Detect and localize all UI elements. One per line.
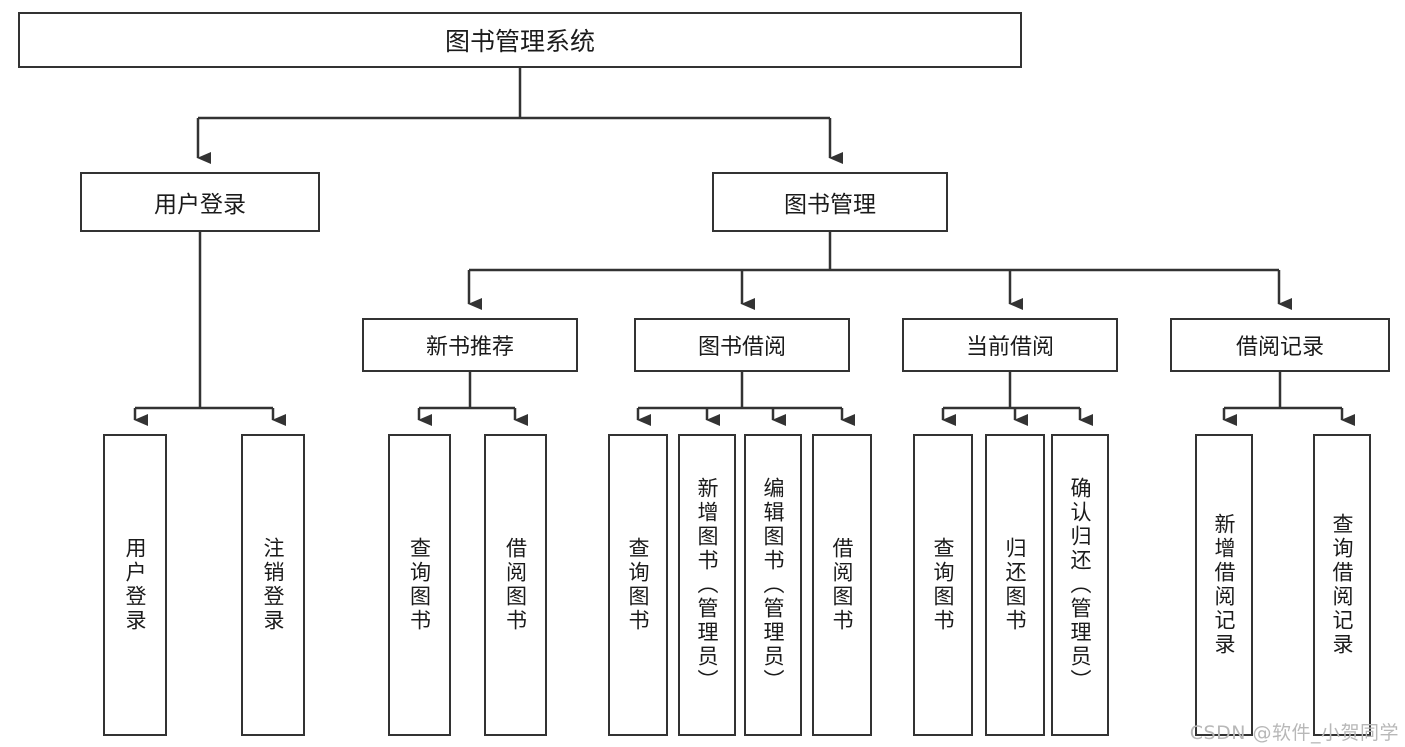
connector-userlogin-to-leaves	[133, 232, 286, 426]
node-new-book-recommend-label: 新书推荐	[425, 335, 514, 360]
node-leaf-confirm-return-admin[interactable]: 确认归还（管理员）	[1051, 434, 1109, 736]
node-leaf-query-book-recommend[interactable]: 查询图书	[388, 434, 451, 736]
node-leaf-user-login[interactable]: 用户登录	[103, 434, 167, 736]
node-leaf-user-login-label: 用户登录	[123, 537, 148, 633]
node-leaf-add-borrow-record-label: 新增借阅记录	[1212, 513, 1237, 657]
node-leaf-borrow-book[interactable]: 借阅图书	[812, 434, 872, 736]
node-current-borrow[interactable]: 当前借阅	[902, 318, 1118, 372]
node-leaf-borrow-book-recommend[interactable]: 借阅图书	[484, 434, 547, 736]
node-leaf-add-borrow-record[interactable]: 新增借阅记录	[1195, 434, 1253, 736]
node-leaf-return-book-label: 归还图书	[1003, 537, 1028, 633]
node-leaf-borrow-book-label: 借阅图书	[830, 537, 855, 633]
node-leaf-logout[interactable]: 注销登录	[241, 434, 305, 736]
connector-newbook-to-leaves	[417, 372, 528, 426]
node-leaf-query-book-current[interactable]: 查询图书	[913, 434, 973, 736]
node-root[interactable]: 图书管理系统	[18, 12, 1022, 68]
connector-bookmanage-to-level2	[467, 232, 1292, 310]
connector-currentborrow-to-leaves	[941, 372, 1093, 426]
node-leaf-logout-label: 注销登录	[261, 537, 286, 633]
node-leaf-query-book-current-label: 查询图书	[931, 537, 956, 633]
node-book-manage[interactable]: 图书管理	[712, 172, 948, 232]
node-root-label: 图书管理系统	[444, 27, 595, 56]
node-current-borrow-label: 当前借阅	[965, 335, 1054, 360]
csdn-watermark: CSDN @软件_小贺同学	[1189, 722, 1399, 744]
node-book-borrow-label: 图书借阅	[697, 335, 786, 360]
node-leaf-query-borrow-record[interactable]: 查询借阅记录	[1313, 434, 1371, 736]
connector-root-to-level1	[196, 68, 843, 164]
node-leaf-query-book-borrow-label: 查询图书	[626, 537, 651, 633]
node-leaf-query-book-borrow[interactable]: 查询图书	[608, 434, 668, 736]
node-leaf-return-book[interactable]: 归还图书	[985, 434, 1045, 736]
node-user-login[interactable]: 用户登录	[80, 172, 320, 232]
node-leaf-edit-book-admin[interactable]: 编辑图书（管理员）	[744, 434, 802, 736]
connector-borrowrecord-to-leaves	[1222, 372, 1355, 426]
node-leaf-borrow-book-recommend-label: 借阅图书	[503, 537, 528, 633]
node-book-manage-label: 图书管理	[784, 192, 876, 218]
node-leaf-confirm-return-admin-label: 确认归还（管理员）	[1068, 477, 1093, 693]
node-leaf-query-book-recommend-label: 查询图书	[407, 537, 432, 633]
node-user-login-label: 用户登录	[154, 192, 246, 218]
connector-bookborrow-to-leaves	[636, 372, 855, 426]
node-borrow-record-label: 借阅记录	[1235, 335, 1324, 360]
node-book-borrow[interactable]: 图书借阅	[634, 318, 850, 372]
node-leaf-add-book-admin-label: 新增图书（管理员）	[695, 477, 720, 693]
node-leaf-edit-book-admin-label: 编辑图书（管理员）	[761, 477, 786, 693]
node-borrow-record[interactable]: 借阅记录	[1170, 318, 1390, 372]
node-leaf-add-book-admin[interactable]: 新增图书（管理员）	[678, 434, 736, 736]
node-leaf-query-borrow-record-label: 查询借阅记录	[1330, 513, 1355, 657]
node-new-book-recommend[interactable]: 新书推荐	[362, 318, 578, 372]
